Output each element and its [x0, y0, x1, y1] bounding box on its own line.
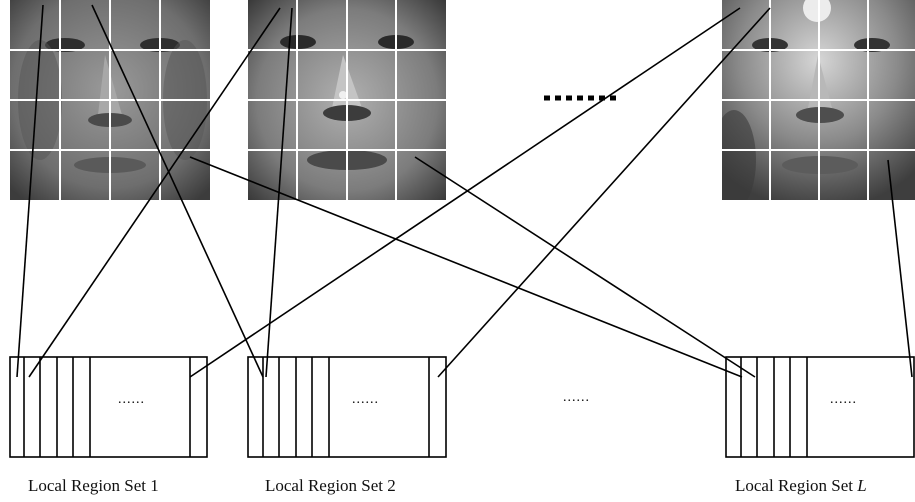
connector-face1-set1 [16, 4, 44, 378]
region-set-L-label: Local Region Set L [735, 476, 867, 496]
face-image-1 [10, 0, 210, 200]
face-image-L [722, 0, 915, 200]
connector-face2-set2 [265, 7, 293, 378]
between-sets-ellipsis: ...... [563, 390, 590, 405]
region-set-1-label-text: Local Region Set 1 [28, 476, 159, 495]
region-set-1-ellipsis: ...... [118, 392, 145, 407]
connector-faceL-set1 [189, 7, 741, 378]
connector-face1-setL [189, 156, 743, 378]
face-image-L-graphic [722, 0, 915, 200]
region-set-L [725, 356, 915, 458]
connector-face1-set2 [91, 4, 264, 378]
region-set-2-label: Local Region Set 2 [265, 476, 396, 496]
region-set-L-label-italic: L [857, 476, 867, 495]
region-set-1-label: Local Region Set 1 [28, 476, 159, 496]
region-set-2-label-text: Local Region Set 2 [265, 476, 396, 495]
region-set-2 [247, 356, 447, 458]
face-image-1-graphic [10, 0, 210, 200]
connector-faceL-set2 [437, 7, 771, 378]
region-set-L-label-text: Local Region Set [735, 476, 858, 495]
connector-lines [16, 4, 913, 378]
region-set-2-ellipsis: ...... [352, 392, 379, 407]
connector-face2-setL [414, 156, 756, 378]
region-set-L-ellipsis: ...... [830, 392, 857, 407]
connector-face2-set1 [28, 7, 281, 378]
connector-faceL-setL [887, 159, 913, 378]
region-set-1 [9, 356, 208, 458]
